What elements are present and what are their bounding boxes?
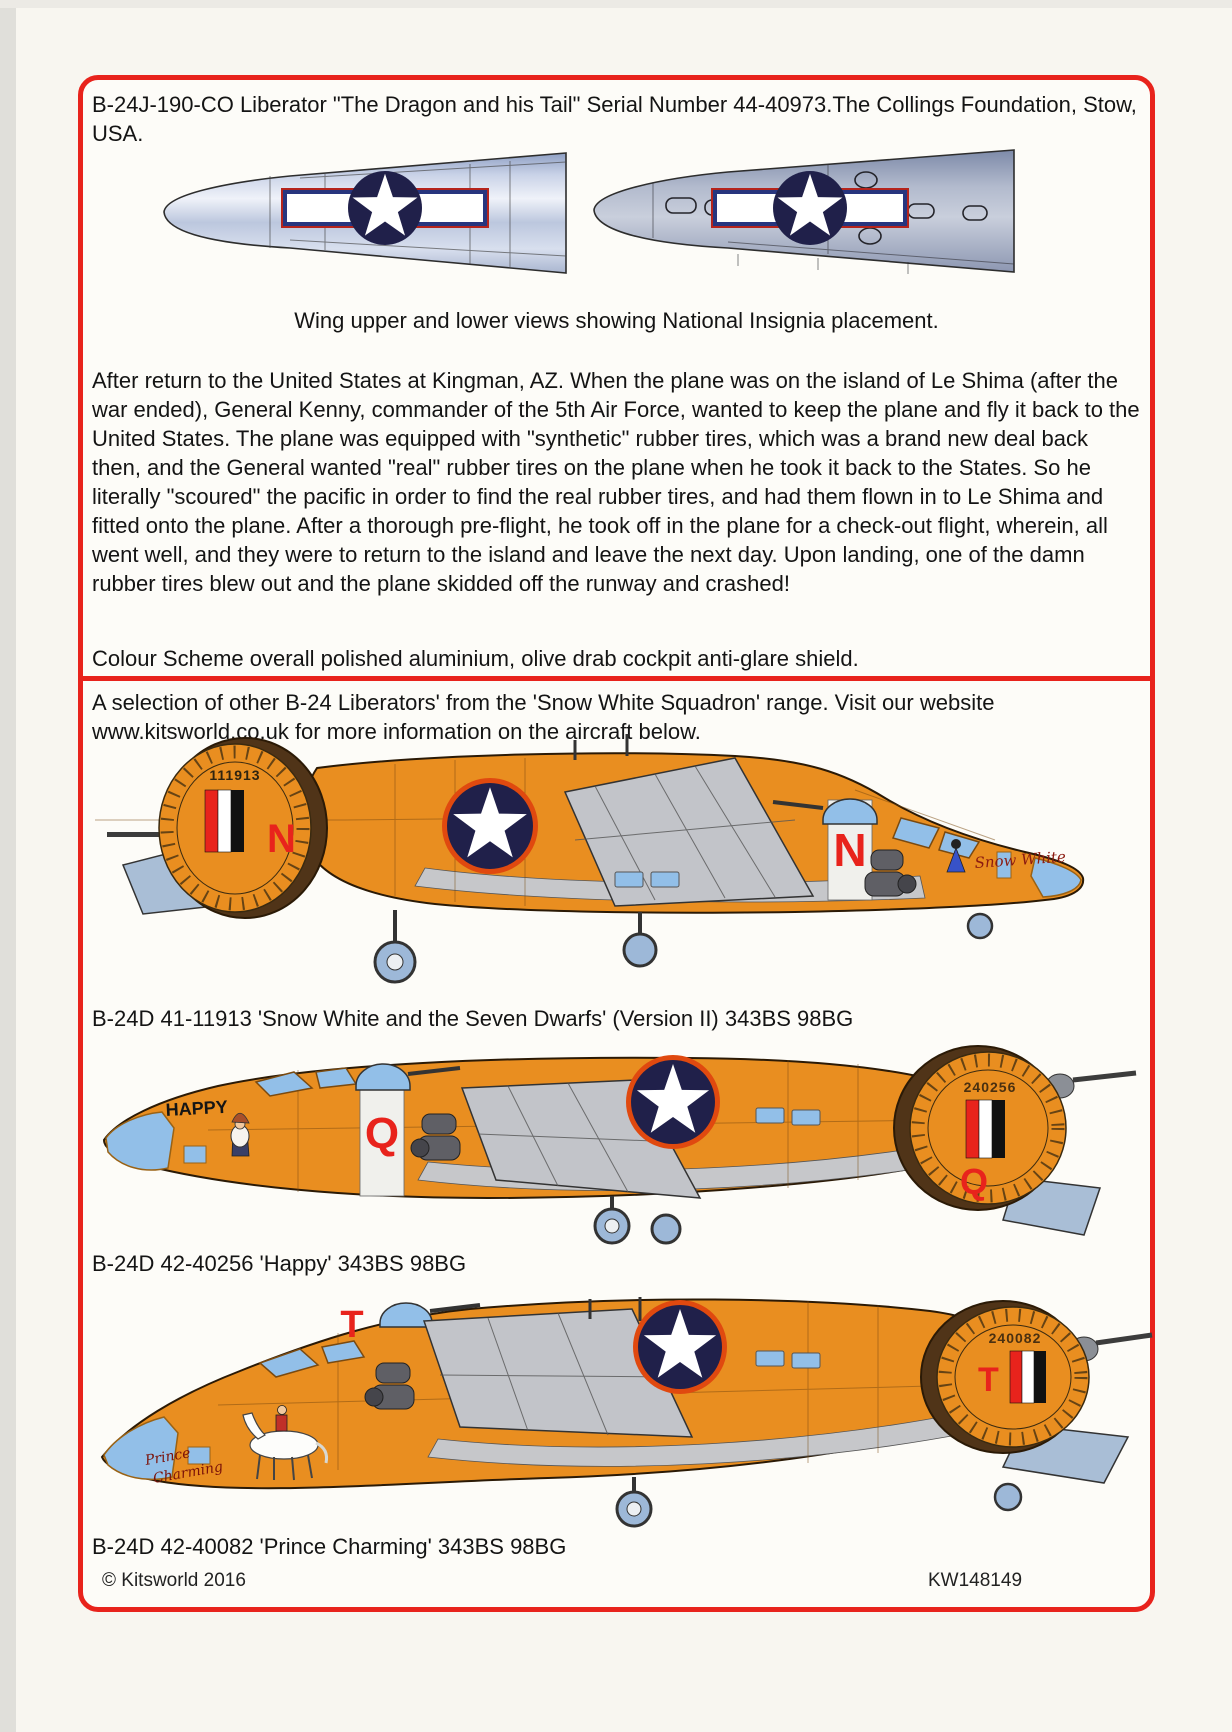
colour-scheme-line: Colour Scheme overall polished aluminium… [92, 646, 859, 671]
fuselage-code-letter: T [340, 1304, 363, 1346]
tail-serial: 240082 [989, 1330, 1042, 1346]
tail-code-letter: Q [960, 1161, 988, 1202]
national-insignia [442, 778, 538, 874]
tail-rim-ticks [911, 1053, 1065, 1203]
top-turret [355, 1063, 411, 1091]
wing-lower-view-illustration [593, 149, 1015, 274]
landing-gear [593, 1196, 682, 1245]
insignia-star [636, 1064, 710, 1133]
wing-upper-view-illustration [163, 152, 567, 274]
nose-art-text-line1: Prince [143, 1445, 192, 1469]
tail-gun-barrel [107, 832, 169, 837]
cheek-window [187, 1446, 211, 1465]
landing-gear [373, 910, 994, 984]
turret-gun [772, 800, 824, 810]
engine-cluster [364, 1362, 415, 1410]
antenna-masts [573, 734, 629, 760]
national-insignia [711, 171, 909, 245]
tail-stripes [1009, 1350, 1046, 1404]
page-title: B-24J-190-CO Liberator "The Dragon and h… [92, 92, 1137, 146]
tail-rim-ticks [160, 745, 310, 911]
code-band [359, 1087, 405, 1197]
turret-gun [407, 1066, 461, 1076]
aircraft-profile-snow-white: N Snow White 111913 [95, 734, 1085, 984]
antenna-masts [588, 1297, 642, 1321]
inner-wing [422, 1308, 694, 1438]
nose-glazing [105, 1111, 175, 1171]
cockpit-canopy [254, 1067, 358, 1097]
tail-code-letter: T [978, 1361, 999, 1399]
tail-fin: 240082 T [920, 1300, 1090, 1454]
tail-code-letter: N [267, 817, 296, 861]
waist-windows [755, 1350, 821, 1369]
insignia-star [643, 1309, 717, 1378]
aircraft-profile-happy: HAPPY Q 2 [102, 1045, 1137, 1245]
tail-serial: 111913 [209, 767, 260, 783]
history-paragraph: After return to the United States at Kin… [92, 368, 1140, 596]
tail-stripes [965, 1099, 1005, 1159]
national-insignia [633, 1300, 727, 1394]
product-code: KW148149 [928, 1570, 1023, 1591]
wing-views-caption: Wing upper and lower views showing Natio… [294, 308, 939, 333]
wing-panel-lines [574, 765, 796, 901]
fuselage-code-letter: Q [365, 1109, 399, 1158]
tail-serial: 240256 [964, 1079, 1017, 1095]
copyright-text: © Kitsworld 2016 [102, 1570, 246, 1591]
inner-wing [563, 757, 815, 907]
scan-edge-top [0, 0, 1232, 8]
horse-and-rider [242, 1405, 328, 1481]
nose-art-text: HAPPY [165, 1097, 228, 1120]
aircraft-caption: B-24D 41-11913 'Snow White and the Seven… [92, 1006, 854, 1031]
tail-rim-ticks [938, 1308, 1088, 1446]
aircraft-profile-prince-charming: Prince Charming T [100, 1297, 1153, 1528]
cheek-window [996, 851, 1012, 879]
tail-fin: 240256 Q [893, 1045, 1067, 1211]
section-divider [80, 676, 1153, 681]
national-insignia [626, 1055, 720, 1149]
landing-gear [615, 1477, 1023, 1528]
wing-panel-lines [439, 1312, 675, 1436]
tail-stripes [204, 789, 244, 853]
tail-gun-barrel [1072, 1070, 1137, 1083]
snow-white-figure [946, 846, 966, 873]
selection-intro: A selection of other B-24 Liberators' fr… [92, 690, 995, 744]
cheek-window [183, 1145, 207, 1164]
nose-art-happy: HAPPY [165, 1097, 250, 1157]
scan-edge-left [0, 0, 16, 1732]
waist-windows [755, 1107, 821, 1126]
insignia-star [777, 173, 843, 236]
tail-gun-barrel [1095, 1332, 1153, 1346]
wing-panel-lines [477, 1082, 679, 1193]
nose-glazing [1030, 857, 1082, 898]
turret-gun [429, 1303, 481, 1313]
dwarf-figure [230, 1112, 250, 1157]
insignia-star [453, 787, 527, 858]
engine-cluster [410, 1113, 461, 1161]
national-insignia [281, 171, 489, 245]
top-turret [822, 798, 878, 825]
fuselage-code-letter: N [833, 824, 866, 876]
aircraft-caption: B-24D 42-40256 'Happy' 343BS 98BG [92, 1251, 467, 1276]
cockpit-canopy [258, 1340, 366, 1378]
aircraft-caption: B-24D 42-40082 'Prince Charming' 343BS 9… [92, 1534, 567, 1559]
insignia-star [352, 173, 418, 236]
engine-cluster [864, 849, 917, 897]
tail-fin: 111913 N [158, 737, 328, 919]
waist-windows [614, 871, 680, 888]
nose-glazing [103, 1416, 179, 1481]
